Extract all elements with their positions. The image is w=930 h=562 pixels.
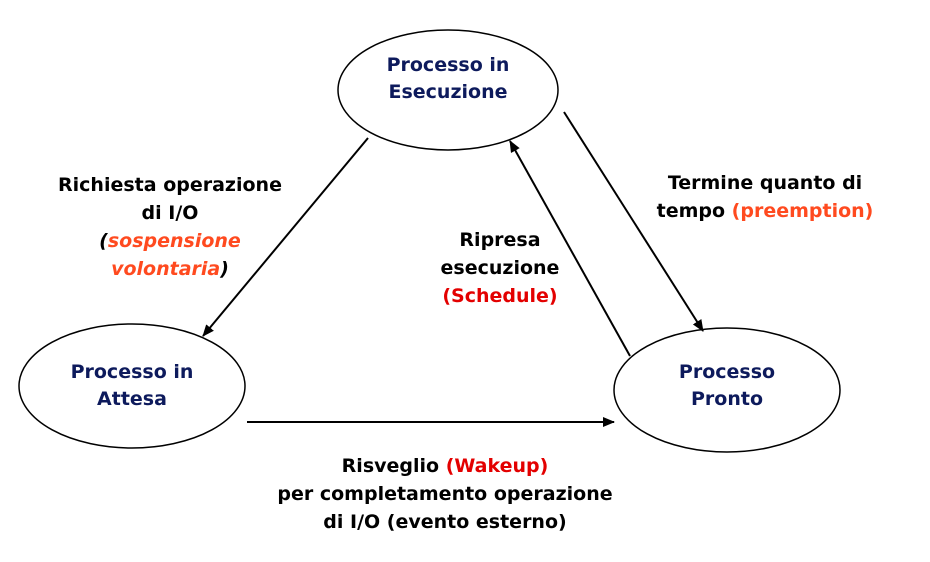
edge-wakeup-highlight: (Wakeup) <box>445 455 549 477</box>
edge-preemption-line2-prefix: tempo <box>656 200 732 222</box>
node-esecuzione-ellipse <box>337 29 559 151</box>
edge-io-request-highlight1: sospensione <box>107 230 241 252</box>
edge-io-request-paren-open: ( <box>99 230 108 252</box>
arrow-esecuzione-to-pronto <box>563 111 704 332</box>
edge-preemption-highlight: (preemption) <box>731 200 874 222</box>
edge-io-request-label: Richiesta operazione di I/O (sospensione… <box>30 171 310 283</box>
edge-schedule-label: Ripresa esecuzione (Schedule) <box>400 226 600 310</box>
node-pronto-line2: Pronto <box>690 388 763 410</box>
edge-io-request-paren-close: ) <box>220 258 229 280</box>
edge-preemption-line1: Termine quanto di <box>667 172 863 194</box>
edge-schedule-line2: esecuzione <box>440 257 560 279</box>
arrow-pronto-to-esecuzione <box>509 140 631 357</box>
edge-schedule-line1: Ripresa <box>459 229 541 251</box>
edge-io-request-line1: Richiesta operazione <box>58 174 282 196</box>
node-esecuzione-line1: Processo in <box>386 54 510 76</box>
edge-schedule-highlight: (Schedule) <box>442 285 558 307</box>
edge-preemption-label: Termine quanto di tempo (preemption) <box>620 169 910 225</box>
edge-io-request-highlight2: volontaria <box>111 258 221 280</box>
edge-io-request-line2: di I/O <box>141 202 199 224</box>
node-attesa-label: Processo in Attesa <box>32 359 232 413</box>
edge-wakeup-line3: di I/O (evento esterno) <box>323 511 567 533</box>
edge-wakeup-line1-prefix: Risveglio <box>341 455 446 477</box>
node-pronto-ellipse <box>613 327 841 453</box>
arrow-esecuzione-to-attesa <box>202 137 369 337</box>
edge-wakeup-line2: per completamento operazione <box>277 483 613 505</box>
node-esecuzione-line2: Esecuzione <box>388 81 508 103</box>
node-attesa-ellipse <box>18 323 246 449</box>
node-attesa-line1: Processo in <box>70 361 194 383</box>
node-pronto-line1: Processo <box>678 361 776 383</box>
node-esecuzione-label: Processo in Esecuzione <box>348 52 548 106</box>
node-pronto-label: Processo Pronto <box>627 359 827 413</box>
edge-wakeup-label: Risveglio (Wakeup) per completamento ope… <box>230 452 660 536</box>
node-attesa-line2: Attesa <box>97 388 167 410</box>
